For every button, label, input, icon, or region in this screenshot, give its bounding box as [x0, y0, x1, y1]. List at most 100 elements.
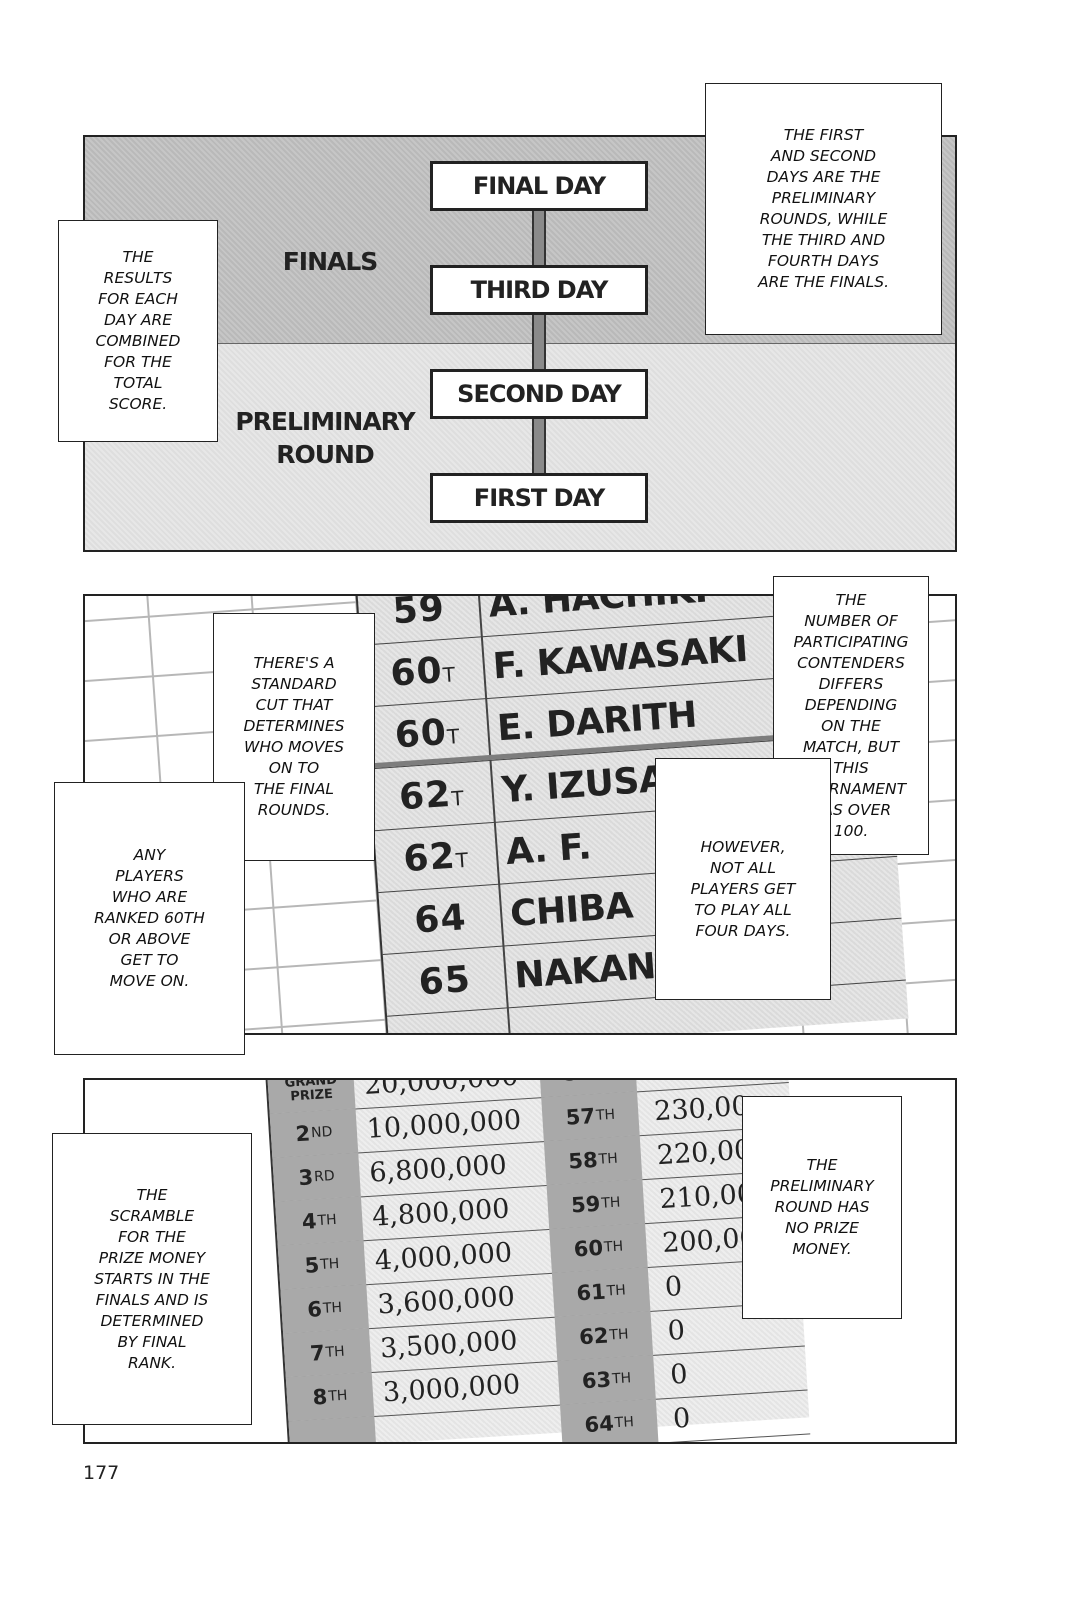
- prize-amount: 3,000,000: [381, 1369, 522, 1409]
- prize-amount: 4,000,000: [373, 1237, 513, 1277]
- caption-line: FOUR DAYS.: [695, 921, 791, 940]
- caption-line: WHO ARE: [111, 888, 188, 906]
- prize-rank-number: 3: [297, 1165, 314, 1191]
- caption-line: CONTENDERS: [797, 653, 905, 672]
- prize-rank-right-suffix: TH: [593, 1078, 613, 1080]
- caption-line: TO PLAY ALL: [694, 900, 792, 919]
- caption-line: FINALS AND IS: [95, 1290, 209, 1309]
- prize-rank-right-number: 61: [575, 1279, 607, 1306]
- leaderboard-rank: 60T: [376, 710, 479, 758]
- caption-line: HOWEVER,: [700, 837, 786, 856]
- prize-rank-number: 5: [303, 1253, 321, 1278]
- caption-line: RANK.: [127, 1353, 177, 1372]
- caption-line: MATCH, BUT: [802, 737, 900, 756]
- caption-line: CUT THAT: [255, 696, 333, 714]
- prize-rank-right-number: 62: [578, 1323, 610, 1350]
- prize-amount: 6,800,000: [368, 1149, 508, 1189]
- preliminary-label-line1: PRELIMINARY: [235, 407, 415, 436]
- caption-no-prize-money: THE PRELIMINARY ROUND HAS NO PRIZE MONEY.: [742, 1096, 902, 1319]
- caption-line: THE FINAL: [253, 780, 335, 798]
- rank-tie-suffix: T: [455, 847, 470, 873]
- first-day-box: FIRST DAY: [430, 473, 648, 523]
- caption-line: PRELIMINARY: [770, 1177, 874, 1195]
- rank-number: 65: [417, 958, 473, 1004]
- caption-line: FOURTH DAYS: [767, 252, 880, 270]
- prize-rank-suffix: TH: [327, 1387, 348, 1405]
- prize-rank-suffix: TH: [322, 1299, 343, 1317]
- rank-number: 59: [391, 594, 447, 633]
- rank-number: 64: [413, 897, 468, 942]
- leaderboard-rank: 62T: [381, 772, 484, 820]
- prize-rank-right-number: 58: [567, 1147, 599, 1174]
- prize-rank-right-suffix: TH: [595, 1106, 616, 1124]
- prize-rank-number: 6: [306, 1296, 323, 1322]
- prize-amount: 3,600,000: [376, 1281, 516, 1321]
- prize-amount-right: 0: [666, 1314, 686, 1347]
- prize-rank-right-suffix: TH: [603, 1238, 624, 1256]
- preliminary-label: PRELIMINARY ROUND: [215, 405, 435, 471]
- prize-rank-suffix: ND: [310, 1124, 333, 1142]
- prize-rank-right-suffix: TH: [614, 1414, 635, 1432]
- caption-line: PRIZE MONEY: [98, 1248, 206, 1267]
- prize-rank-number: GRAND PRIZE: [284, 1078, 338, 1105]
- leaderboard-rank: 60T: [372, 648, 475, 696]
- caption-line: THE: [806, 1156, 838, 1174]
- caption-line: AND SECOND: [770, 147, 877, 165]
- prize-rank-right-suffix: TH: [598, 1150, 619, 1168]
- caption-line: FOR THE: [104, 353, 172, 371]
- caption-line: THIS: [833, 758, 869, 777]
- caption-line: FOR EACH: [98, 290, 178, 308]
- caption-line: THE: [136, 1185, 168, 1204]
- caption-line: STANDARD: [251, 675, 337, 693]
- caption-line: NO PRIZE: [785, 1219, 859, 1237]
- caption-line: MOVE ON.: [109, 972, 190, 990]
- caption-line: COMBINED: [95, 332, 181, 350]
- caption-line: MONEY.: [792, 1240, 852, 1258]
- caption-line: SCRAMBLE: [109, 1206, 195, 1225]
- prize-rank-right-number: 57: [565, 1103, 596, 1130]
- prize-rank-suffix: RD: [313, 1167, 336, 1186]
- prize-board: GRAND PRIZE20,000,00056TH2ND10,000,00057…: [265, 1078, 811, 1442]
- prize-rank-suffix: TH: [319, 1255, 340, 1273]
- caption-line: PLAYERS GET: [690, 879, 796, 898]
- prize-rank-number: 8: [312, 1384, 329, 1410]
- third-day-box: THIRD DAY: [430, 265, 648, 315]
- caption-line: DAY ARE: [103, 311, 173, 329]
- second-day-box: SECOND DAY: [430, 369, 648, 419]
- prize-rank-right-suffix: TH: [611, 1370, 632, 1388]
- caption-line: RANKED 60TH: [94, 909, 205, 927]
- prize-rank-number: 7: [309, 1340, 326, 1366]
- prize-rank-suffix: TH: [317, 1211, 338, 1230]
- prize-rank-right-number: 63: [581, 1367, 612, 1394]
- prize-rank-right-suffix: TH: [600, 1194, 621, 1212]
- prize-amount: 20,000,000: [363, 1078, 520, 1101]
- prize-rank-number: 2: [294, 1121, 311, 1147]
- leaderboard-player-name: CHIBA: [508, 885, 635, 935]
- leaderboard-player-name: A. HACHIKI: [487, 594, 709, 626]
- prize-amount-right: 230,00: [653, 1090, 750, 1128]
- caption-line: THE FIRST: [783, 126, 864, 144]
- connector-2: [532, 313, 546, 371]
- connector-1: [532, 209, 546, 267]
- caption-line: TOTAL: [113, 374, 163, 392]
- finals-label: FINALS: [282, 247, 379, 276]
- leaderboard-rank: 62T: [385, 834, 488, 882]
- prize-rank-number: 4: [301, 1209, 318, 1235]
- caption-line: NUMBER OF: [804, 611, 898, 630]
- caption-line: PRELIMINARY: [771, 189, 876, 207]
- caption-line: OR ABOVE: [108, 930, 191, 948]
- prize-amount-right: 0: [672, 1402, 692, 1435]
- caption-line: PARTICIPATING: [793, 632, 909, 651]
- caption-line: SCORE.: [108, 395, 168, 413]
- caption-line: ROUND HAS: [774, 1198, 870, 1216]
- prize-amount-right: 220,00: [656, 1134, 753, 1172]
- leaderboard-rank: 64: [389, 895, 492, 943]
- rank-tie-suffix: T: [450, 785, 466, 811]
